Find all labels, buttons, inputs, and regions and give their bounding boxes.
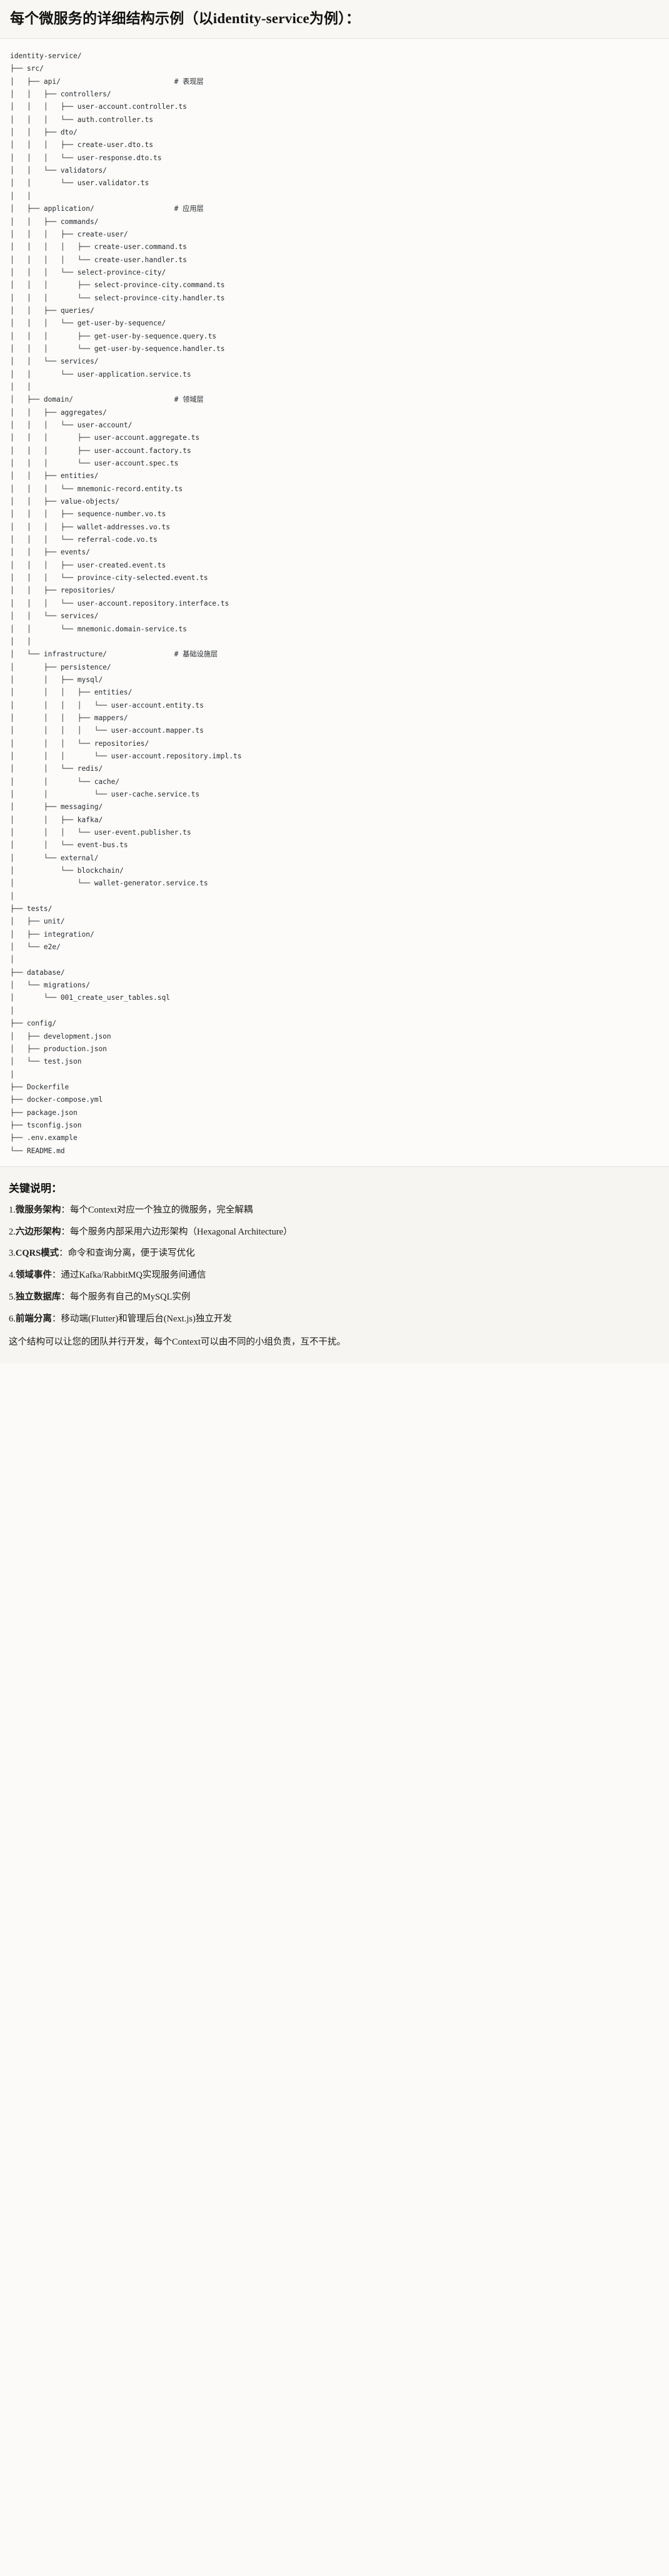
note-number: 1.	[9, 1204, 16, 1215]
note-number: 4.	[9, 1270, 16, 1281]
note-body: ：移动端(Flutter)和管理后台(Next.js)独立开发	[51, 1313, 232, 1324]
closing-paragraph: 这个结构可以让您的团队并行开发，每个Context可以由不同的小组负责，互不干扰…	[9, 1337, 346, 1348]
note-term: CQRS模式	[15, 1248, 59, 1259]
key-notes-section: 关键说明： 1.微服务架构：每个Context对应一个独立的微服务，完全解耦 2…	[0, 1166, 669, 1364]
note-body: ：每个Context对应一个独立的微服务，完全解耦	[61, 1204, 253, 1215]
directory-tree: identity-service/ ├── src/ │ ├── api/ # …	[10, 52, 242, 1155]
note-body: ：通过Kafka/RabbitMQ实现服务间通信	[51, 1270, 206, 1281]
list-item: 2.六边形架构：每个服务内部采用六边形架构（Hexagonal Architec…	[9, 1226, 660, 1240]
list-item: 6.前端分离：移动端(Flutter)和管理后台(Next.js)独立开发	[9, 1313, 660, 1326]
list-item: 1.微服务架构：每个Context对应一个独立的微服务，完全解耦	[9, 1204, 660, 1218]
note-number: 6.	[9, 1313, 16, 1324]
note-term: 六边形架构	[15, 1226, 61, 1237]
list-item: 5.独立数据库：每个服务有自己的MySQL实例	[9, 1291, 660, 1305]
note-term: 领域事件	[15, 1270, 52, 1281]
key-notes-list: 1.微服务架构：每个Context对应一个独立的微服务，完全解耦 2.六边形架构…	[9, 1204, 660, 1326]
note-body: ：每个服务内部采用六边形架构（Hexagonal Architecture）	[61, 1226, 293, 1237]
list-item: 4.领域事件：通过Kafka/RabbitMQ实现服务间通信	[9, 1269, 660, 1283]
list-item: 3.CQRS模式：命令和查询分离，便于读写优化	[9, 1247, 660, 1261]
key-notes-title: 关键说明：	[9, 1182, 62, 1194]
note-term: 微服务架构	[15, 1204, 61, 1215]
note-term: 前端分离	[15, 1313, 52, 1324]
note-number: 2.	[9, 1226, 16, 1237]
document-page: 每个微服务的详细结构示例（以identity-service为例）： ident…	[0, 0, 669, 1364]
note-term: 独立数据库	[15, 1291, 61, 1302]
note-body: ：每个服务有自己的MySQL实例	[61, 1291, 191, 1302]
note-number: 5.	[9, 1291, 16, 1302]
page-title: 每个微服务的详细结构示例（以identity-service为例）：	[10, 11, 361, 26]
note-body: ：命令和查询分离，便于读写优化	[59, 1248, 195, 1259]
directory-tree-block: identity-service/ ├── src/ │ ├── api/ # …	[0, 39, 669, 1167]
note-number: 3.	[9, 1248, 16, 1259]
document-header: 每个微服务的详细结构示例（以identity-service为例）：	[0, 0, 669, 39]
